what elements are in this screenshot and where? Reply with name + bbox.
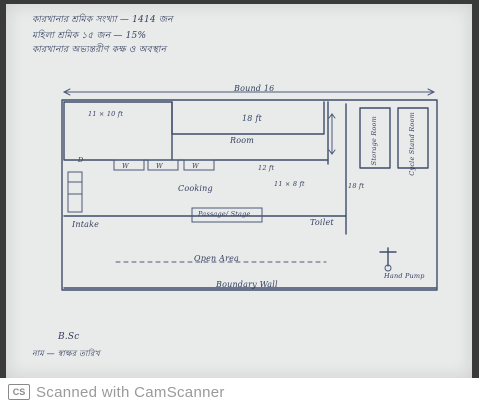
wash-marker-2: W (156, 162, 163, 170)
room-d-size: 11 × 8 ft (274, 180, 305, 188)
plan-top-dimension: Bound 16 (234, 84, 275, 93)
cooking-label: Cooking (178, 184, 213, 193)
room-b-size: 18 ft (242, 114, 262, 123)
room-a-size: 11 × 10 ft (88, 110, 124, 118)
scanner-watermark-bar: CS Scanned with CamScanner (0, 378, 479, 406)
right-dimension: 18 ft (348, 182, 365, 190)
boundary-wall-label: Boundary Wall (216, 280, 278, 289)
floor-plan-drawing (61, 88, 438, 291)
header-note-1: কারখানার শ্রমিক সংখ্যা — 1414 জন (32, 15, 173, 25)
header-note-3: কারখানার অভ্যন্তরীণ কক্ষ ও অবস্থান (32, 45, 167, 55)
scanner-watermark-text: Scanned with CamScanner (36, 383, 225, 401)
header-note-2: মহিলা শ্রমিক ১৫ জন — 15% (32, 31, 147, 41)
room-label: Room (230, 136, 255, 145)
door-d-marker: D (78, 156, 84, 164)
cycle-stand-room-label: Cycle Stand Room (408, 112, 416, 176)
passage-label: Passage/ Stage (198, 210, 251, 218)
wash-marker-1: W (122, 162, 129, 170)
footer-note-1: B.Sc (58, 332, 80, 342)
open-area-label: Open Area (194, 254, 240, 263)
scanned-document-page: কারখানার শ্রমিক সংখ্যা — 1414 জন মহিলা শ… (6, 4, 472, 378)
storage-room-label: Storage Room (370, 116, 378, 166)
hand-pump-label: Hand Pump (384, 272, 425, 280)
intake-label: Intake (72, 220, 100, 229)
footer-note-2: নাম — স্বাক্ষর তারিখ (32, 349, 100, 358)
camscanner-logo-icon: CS (8, 384, 30, 400)
toilet-label: Toilet (310, 218, 334, 227)
wash-marker-3: W (192, 162, 199, 170)
room-c-size: 12 ft (258, 164, 275, 172)
